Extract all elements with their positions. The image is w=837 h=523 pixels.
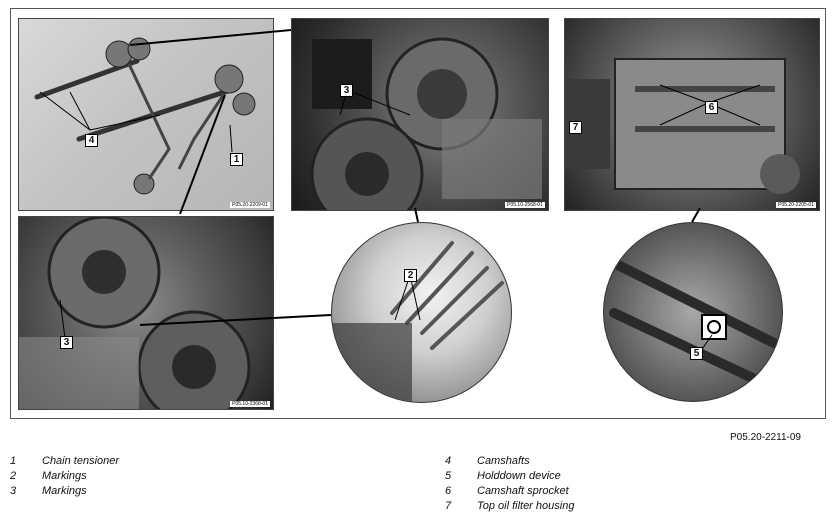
legend-number: 3 (10, 485, 17, 497)
legend-item: 2 Markings (10, 470, 119, 485)
sprocket-drawing (310, 37, 542, 210)
callout-5: 5 (690, 347, 703, 360)
legend-label: Camshaft sprocket (477, 485, 569, 497)
legend-item: 6 Camshaft sprocket (445, 485, 574, 500)
photo-camshaft-assembly: P05.20-2209-01 (18, 18, 274, 211)
magnifier-markings (331, 222, 512, 403)
legend-number: 5 (445, 470, 452, 482)
camshaft-drawing (34, 37, 256, 195)
legend-label: Markings (42, 470, 87, 482)
legend-item: 3 Markings (10, 485, 119, 500)
legend-number: 6 (445, 485, 452, 497)
legend-number: 1 (10, 455, 17, 467)
callout-6: 6 (705, 101, 718, 114)
legend-number: 4 (445, 455, 452, 467)
legend-item: 7 Top oil filter housing (445, 500, 574, 515)
legend-number: 7 (445, 500, 452, 512)
callout-1: 1 (230, 153, 243, 166)
sprockets-drawing (19, 217, 251, 409)
callout-2: 2 (404, 269, 417, 282)
callout-4: 4 (85, 134, 98, 147)
photo-sprocket-markings: P05.10-2368-01 (18, 216, 274, 410)
panel-code: P05.20-2205-01 (776, 202, 816, 208)
legend-item: 4 Camshafts (445, 455, 574, 470)
legend-label: Holddown device (477, 470, 561, 482)
legend-label: Chain tensioner (42, 455, 120, 467)
legend-item: 1 Chain tensioner (10, 455, 119, 470)
callout-7: 7 (569, 121, 582, 134)
legend-number: 2 (10, 470, 17, 482)
callout-3-top: 3 (340, 84, 353, 97)
legend-item: 5 Holddown device (445, 470, 574, 485)
callout-3-bottom: 3 (60, 336, 73, 349)
panel-code: P05.20-2209-01 (230, 202, 270, 208)
panel-code: P05.10-2568-01 (505, 202, 545, 208)
photo-sprocket-closeup: P05.10-2568-01 (291, 18, 549, 211)
photo-engine-top: P05.20-2205-01 (564, 18, 820, 211)
engine-drawing (565, 58, 800, 194)
legend-right: 4 Camshafts 5 Holddown device 6 Camshaft… (445, 455, 574, 515)
legend-label: Camshafts (477, 455, 530, 467)
legend-label: Markings (42, 485, 87, 497)
legend-left: 1 Chain tensioner 2 Markings 3 Markings (10, 455, 119, 500)
panel-code: P05.10-2368-01 (230, 401, 270, 407)
legend-label: Top oil filter housing (477, 500, 575, 512)
figure-id: P05.20-2211-09 (730, 432, 801, 443)
